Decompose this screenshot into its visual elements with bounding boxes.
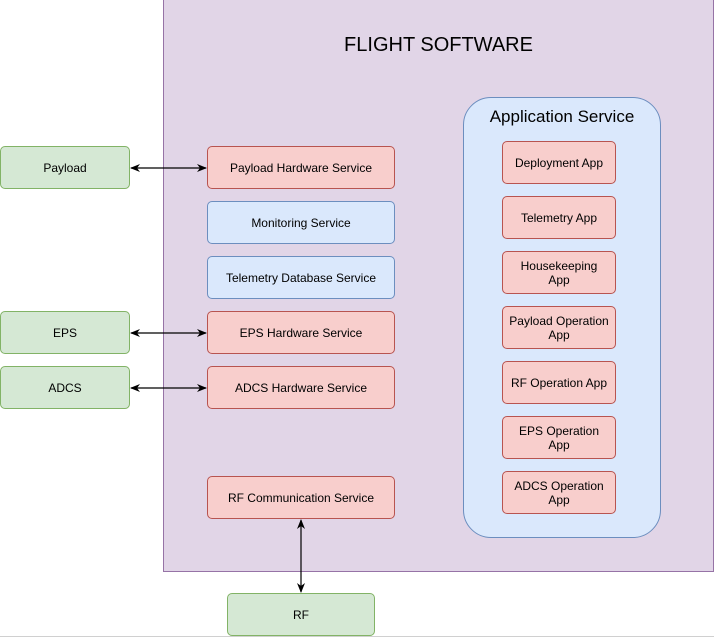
payload-operation-app[interactable]: Payload Operation App bbox=[502, 306, 616, 349]
adcs-node[interactable]: ADCS bbox=[0, 366, 130, 409]
rf-communication-service[interactable]: RF Communication Service bbox=[207, 476, 395, 519]
housekeeping-app[interactable]: Housekeeping App bbox=[502, 251, 616, 294]
payload-hardware-service[interactable]: Payload Hardware Service bbox=[207, 146, 395, 189]
application-service-title: Application Service bbox=[489, 107, 635, 126]
payload-node[interactable]: Payload bbox=[0, 146, 130, 189]
adcs-hardware-service[interactable]: ADCS Hardware Service bbox=[207, 366, 395, 409]
eps-hardware-service[interactable]: EPS Hardware Service bbox=[207, 311, 395, 354]
monitoring-service[interactable]: Monitoring Service bbox=[207, 201, 395, 244]
telemetry-database-service[interactable]: Telemetry Database Service bbox=[207, 256, 395, 299]
deployment-app[interactable]: Deployment App bbox=[502, 141, 616, 184]
adcs-operation-app[interactable]: ADCS Operation App bbox=[502, 471, 616, 514]
eps-operation-app[interactable]: EPS Operation App bbox=[502, 416, 616, 459]
eps-node[interactable]: EPS bbox=[0, 311, 130, 354]
telemetry-app[interactable]: Telemetry App bbox=[502, 196, 616, 239]
flight-software-title: FLIGHT SOFTWARE bbox=[344, 34, 533, 56]
rf-node[interactable]: RF bbox=[227, 593, 375, 636]
rf-operation-app[interactable]: RF Operation App bbox=[502, 361, 616, 404]
bottom-divider bbox=[0, 636, 714, 637]
